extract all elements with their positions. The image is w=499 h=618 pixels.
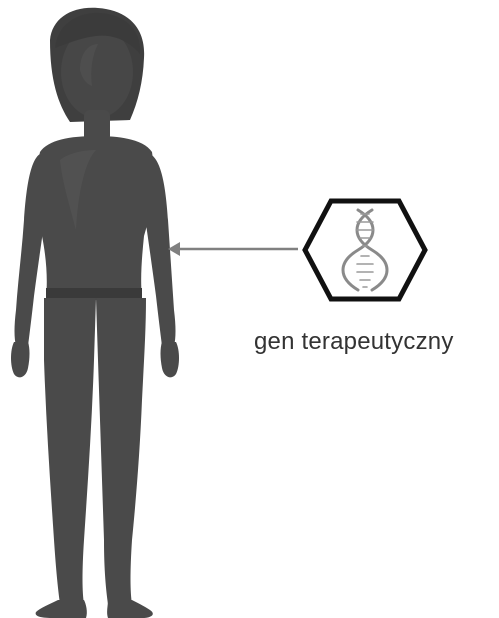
arrow-left-icon bbox=[168, 242, 298, 256]
gene-caption: gen terapeutyczny bbox=[254, 327, 494, 357]
woman-figure-icon bbox=[11, 8, 179, 618]
